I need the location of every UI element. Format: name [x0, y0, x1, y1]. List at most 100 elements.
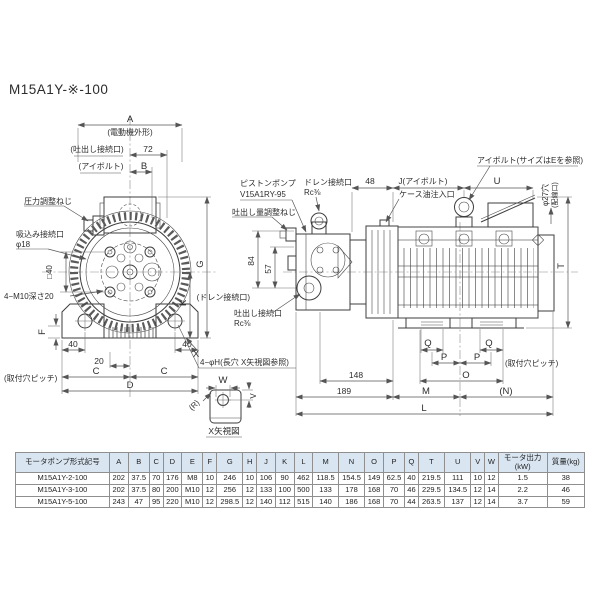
dim-q2-label: Q: [485, 338, 492, 349]
spec-value-cell: 12: [202, 483, 218, 497]
spec-value-cell: 186: [337, 495, 366, 509]
slot-note: 4−φH(長穴 X矢視図参照): [200, 357, 289, 367]
spec-value-cell: 133: [312, 483, 339, 497]
dim-148-label: 148: [349, 370, 363, 380]
spec-value-cell: 168: [364, 495, 384, 509]
spec-col-header: P: [382, 451, 406, 474]
dim-d-label: D: [127, 380, 134, 391]
spec-col-header: V: [470, 451, 486, 474]
spec-value-cell: 229.5: [417, 483, 446, 497]
spec-value-cell: 243: [108, 495, 129, 509]
spec-value-cell: 149: [364, 472, 384, 485]
spec-value-cell: 1.5: [497, 472, 548, 485]
drain-port-note2: (ドレン接続口): [197, 292, 251, 302]
spec-value-cell: 37.5: [127, 483, 150, 497]
outlet-port-size: Rc⅜: [234, 319, 251, 328]
spec-value-cell: 70: [148, 472, 164, 485]
detail-view-caption: X矢視図: [208, 426, 239, 436]
dim-72-label: 72: [143, 144, 153, 154]
dim-a-label: A: [127, 114, 134, 125]
spec-value-cell: M8: [181, 472, 204, 485]
spec-value-cell: 10: [202, 472, 218, 485]
outlet-port-label: 吐出し接続口: [234, 308, 282, 318]
tap-note: 4−M10深さ20: [4, 292, 54, 301]
mount-pitch-note-front: (取付穴ピッチ): [4, 373, 58, 383]
spec-col-header: 質量(kg): [546, 451, 586, 474]
dim-c1-label: C: [93, 366, 100, 377]
spec-col-header: D: [162, 451, 183, 474]
spec-value-cell: 178: [337, 483, 366, 497]
spec-value-cell: 202: [108, 472, 129, 485]
spec-col-header: Q: [404, 451, 419, 474]
dim-j-label: J(アイボルト): [399, 177, 448, 186]
dim-q1-label: Q: [424, 338, 431, 349]
motor-feet: [398, 317, 524, 329]
spec-value-cell: 515: [293, 495, 314, 509]
spec-value-cell: 154.5: [337, 472, 366, 485]
spec-value-cell: 14: [484, 483, 499, 497]
spec-value-cell: 12: [242, 483, 258, 497]
spec-value-cell: 70: [382, 483, 406, 497]
dim-v-label: V: [249, 393, 258, 399]
spec-value-cell: M10: [181, 495, 204, 509]
spec-value-cell: 62.5: [382, 472, 406, 485]
view-x-arrow-label: X: [193, 349, 200, 360]
dim-m-label: M: [422, 386, 430, 397]
front-view: A (電動機外形) (吐出し接続口) 72 (アイボルト) B G K 圧力調整…: [4, 114, 296, 398]
drain-port-label: ドレン接続口: [304, 177, 352, 187]
spec-col-header: F: [202, 451, 218, 474]
spec-col-header: B: [127, 451, 150, 474]
spec-value-cell: 112: [274, 495, 295, 509]
spec-value-cell: 100: [274, 483, 295, 497]
side-view: ピストンポンプ V15A1RY-95 ドレン接続口 Rc⅜ 48 J(アイボルト…: [197, 155, 583, 417]
drain-port-size: Rc⅜: [304, 188, 321, 197]
discharge-port-note: (吐出し接続口): [70, 144, 124, 154]
spec-col-header: A: [108, 451, 129, 474]
dim-84-label: 84: [246, 256, 256, 266]
mount-pitch-note-side: (取付穴ピッチ): [505, 358, 559, 368]
spec-value-cell: 200: [162, 483, 183, 497]
spec-value-cell: 37.5: [127, 472, 150, 485]
spec-value-cell: 3.7: [497, 495, 548, 509]
spec-value-cell: 462: [293, 472, 314, 485]
wiring-hole-label: φ27穴: [540, 184, 550, 206]
model-title: M15A1Y-※-100: [9, 82, 109, 97]
dim-p1-label: P: [441, 352, 447, 363]
dim-f-label: F: [37, 329, 48, 335]
spec-col-header: モータ出力 (kW): [497, 451, 548, 474]
piston-pump-body: [279, 212, 353, 311]
dim-40l-label: 40: [68, 339, 78, 349]
spec-value-cell: 137: [444, 495, 472, 509]
dim-u-label: U: [494, 176, 501, 187]
spec-col-header: K: [274, 451, 295, 474]
spec-value-cell: 10: [470, 472, 486, 485]
dim-20-label: 20: [94, 356, 104, 366]
spec-col-header: H: [242, 451, 258, 474]
spec-value-cell: 118.5: [312, 472, 339, 485]
spec-value-cell: 80: [148, 483, 164, 497]
spec-value-cell: 106: [256, 472, 276, 485]
spec-col-header: O: [364, 451, 384, 474]
pressure-screw: [83, 215, 105, 236]
spec-value-cell: M10: [181, 483, 204, 497]
sq40-label: □40: [45, 265, 54, 279]
spec-value-cell: 44: [404, 495, 419, 509]
dim-o-label: O: [462, 370, 469, 381]
motor-outline-note: (電動機外形): [107, 127, 153, 137]
spec-col-header: T: [417, 451, 446, 474]
spec-value-cell: 500: [293, 483, 314, 497]
motor-body: [349, 219, 555, 319]
terminal-box-side: [480, 194, 536, 228]
spec-value-cell: 219.5: [417, 472, 446, 485]
spec-col-header: N: [337, 451, 366, 474]
spec-value-cell: 46: [546, 483, 586, 497]
spec-col-header: W: [484, 451, 499, 474]
spec-value-cell: 12: [242, 495, 258, 509]
